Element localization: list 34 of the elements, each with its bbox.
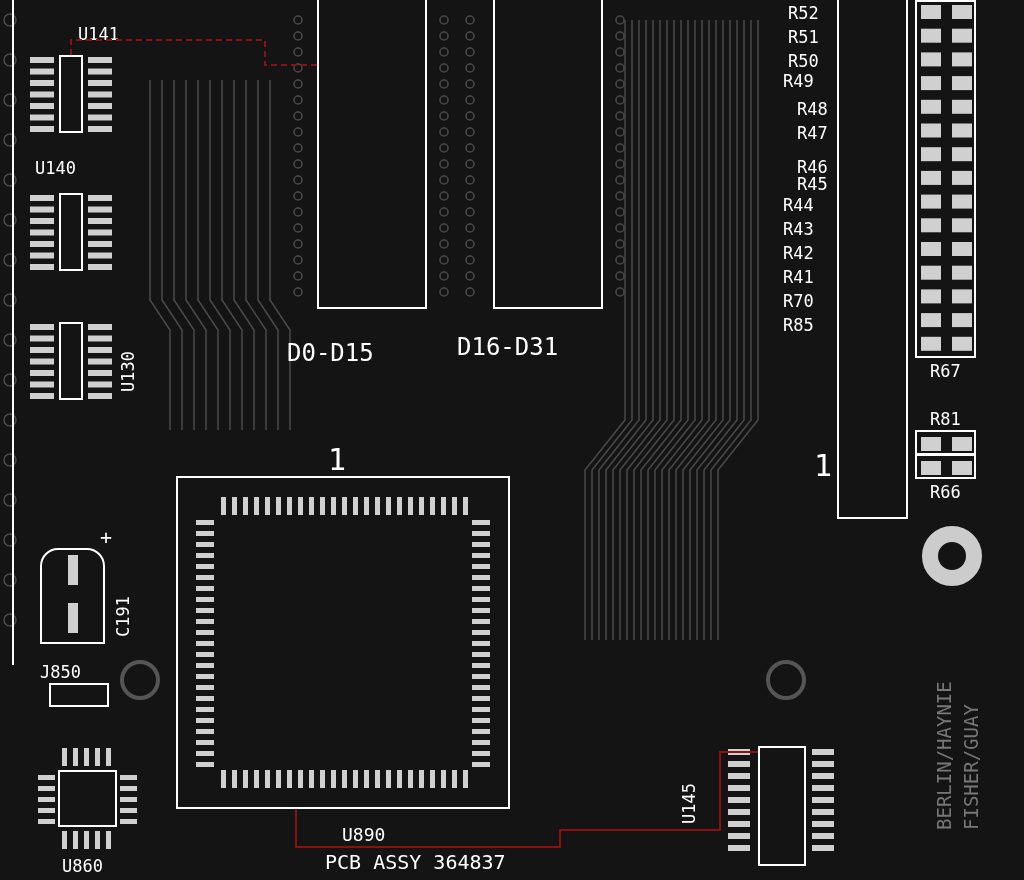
part-designator: R44 xyxy=(783,196,814,214)
part-designator: R52 xyxy=(788,4,819,22)
polarity-mark: + xyxy=(100,526,113,548)
part-designator: U141 xyxy=(78,25,119,44)
part-designator: R50 xyxy=(788,52,819,70)
part-designator: D0-D15 xyxy=(287,340,374,366)
part-designator: R46 xyxy=(797,158,828,176)
designer-credit: FISHER/GUAY xyxy=(962,704,980,830)
part-designator: R70 xyxy=(783,292,814,310)
assembly-number: PCB ASSY 364837 xyxy=(325,853,506,871)
part-designator: U140 xyxy=(35,159,76,178)
part-designator: D16-D31 xyxy=(457,334,559,360)
part-designator: C191 xyxy=(114,596,133,637)
designer-credit: BERLIN/HAYNIE xyxy=(935,681,953,830)
pin-1-marker: 1 xyxy=(328,444,347,476)
part-designator: U130 xyxy=(119,351,138,392)
part-designator: R85 xyxy=(783,316,814,334)
part-designator: R47 xyxy=(797,124,828,142)
part-designator: R48 xyxy=(797,100,828,118)
part-designator: R43 xyxy=(783,220,814,238)
part-designator: U890 xyxy=(342,825,386,845)
part-designator: R49 xyxy=(783,72,814,90)
part-designator: R67 xyxy=(930,362,961,381)
part-designator: R81 xyxy=(930,410,961,429)
part-designator: R66 xyxy=(930,483,961,502)
copper-trace xyxy=(295,751,759,848)
pin-1-marker: 1 xyxy=(814,450,833,482)
part-designator: R42 xyxy=(783,244,814,262)
part-designator: R45 xyxy=(797,175,828,193)
part-designator: U145 xyxy=(680,783,699,824)
part-designator: U860 xyxy=(62,857,103,876)
part-designator: J850 xyxy=(40,663,81,682)
part-designator: R51 xyxy=(788,28,819,46)
part-designator: R41 xyxy=(783,268,814,286)
